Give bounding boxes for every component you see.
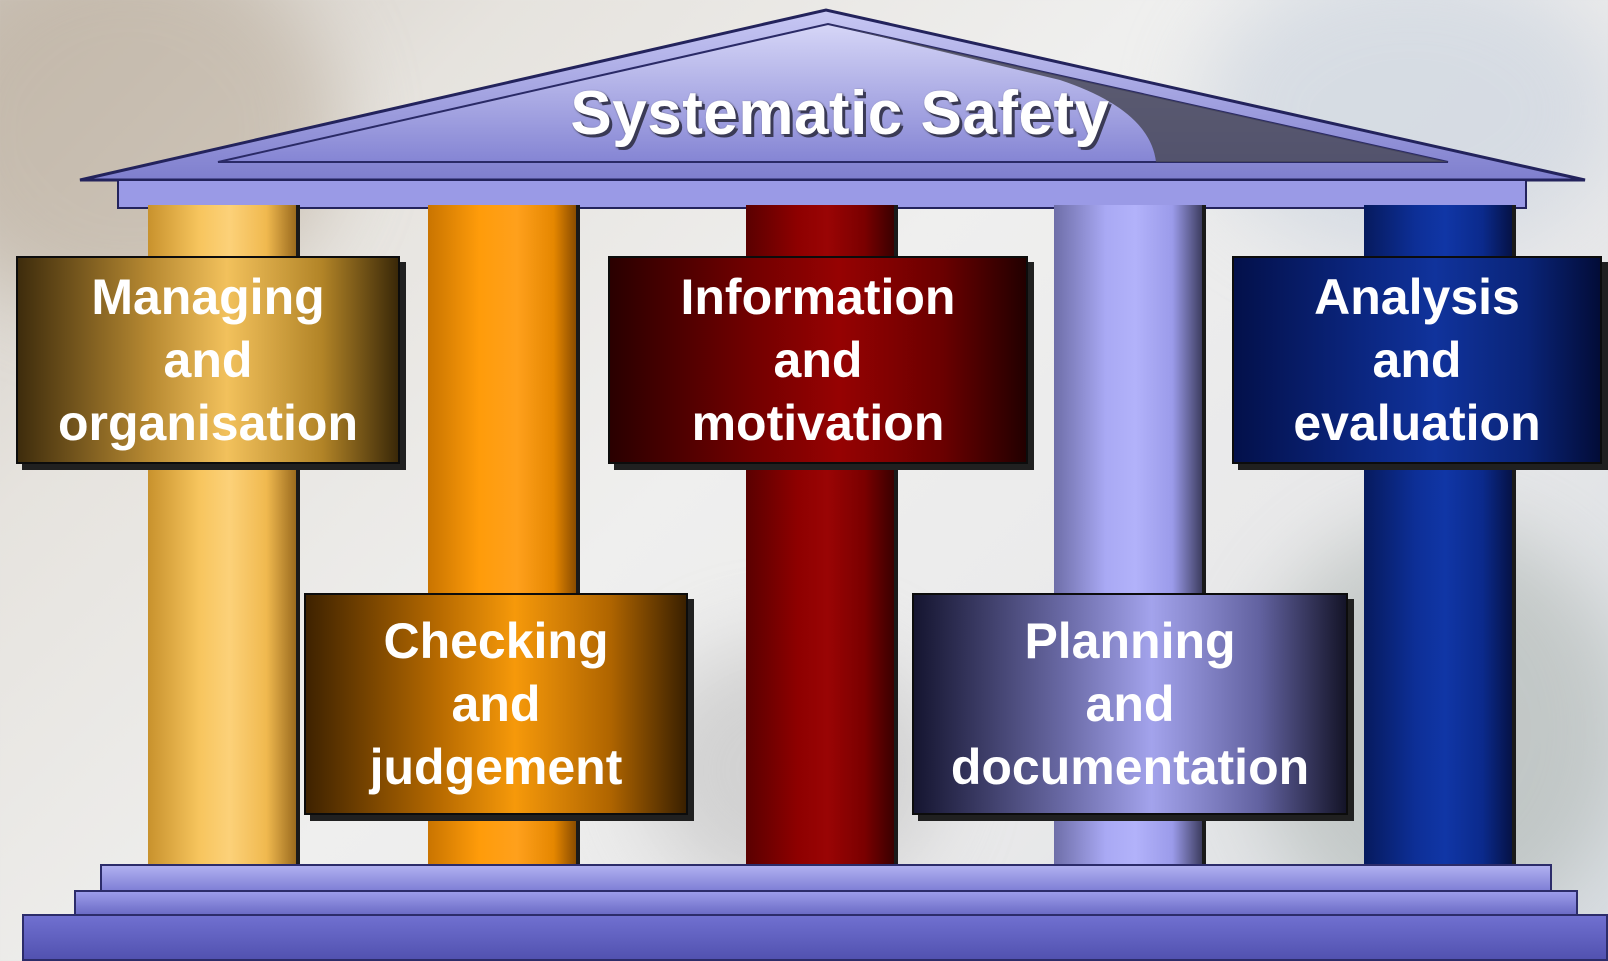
plaque-line: judgement xyxy=(369,738,623,795)
base-step-bottom xyxy=(22,914,1608,961)
plaque-line: organisation xyxy=(57,394,359,451)
plaque-analysis-evaluation: Analysis and evaluation xyxy=(1232,256,1602,464)
plaque-line: Planning xyxy=(1024,612,1236,669)
roof-shadow xyxy=(828,24,1448,162)
diagram-title: Systematic Safety xyxy=(570,79,1110,148)
plaque-line: Managing xyxy=(91,268,325,325)
plaque-line: and xyxy=(1372,331,1462,388)
base-step-top xyxy=(100,864,1552,892)
plaque-checking-judgement: Checking and judgement xyxy=(304,593,688,815)
plaque-line: Checking xyxy=(383,612,609,669)
plaque-line: documentation xyxy=(950,738,1310,795)
plaque-line: and xyxy=(1085,675,1175,732)
plaque-line: evaluation xyxy=(1293,394,1541,451)
plaque-managing-organisation: Managing and organisation xyxy=(16,256,400,464)
plaque-line: Analysis xyxy=(1314,268,1520,325)
plaque-line: and xyxy=(163,331,253,388)
base-step-middle xyxy=(74,890,1578,916)
plaque-line: and xyxy=(773,331,863,388)
plaque-line: and xyxy=(451,675,541,732)
plaque-line: motivation xyxy=(691,394,945,451)
plaque-planning-documentation: Planning and documentation xyxy=(912,593,1348,815)
plaque-information-motivation: Information and motivation xyxy=(608,256,1028,464)
plaque-line: Information xyxy=(680,268,956,325)
roof-beam xyxy=(117,179,1527,209)
